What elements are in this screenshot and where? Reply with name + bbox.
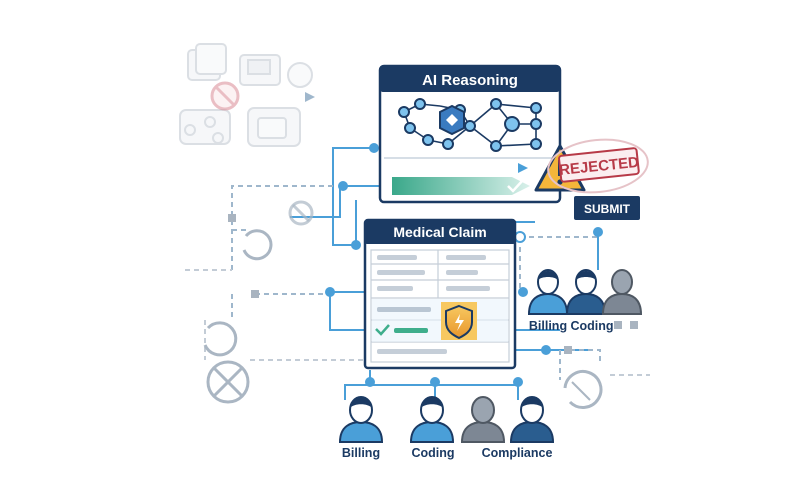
medical-claim-panel: Medical Claim (363, 218, 517, 370)
person-icon (338, 396, 384, 443)
connector-lines (185, 147, 650, 400)
team-label-compliance-bottom: Compliance (482, 446, 553, 460)
shield-icon (441, 302, 477, 340)
person-icon-muted (460, 396, 506, 443)
progress-arrow (392, 163, 530, 195)
person-icon-muted (601, 269, 643, 315)
people-group-right (527, 269, 643, 315)
neural-network-graph (398, 98, 542, 152)
submit-button-label: SUBMIT (584, 202, 631, 216)
team-label-coding-right: Coding (570, 319, 613, 333)
submit-button[interactable]: SUBMIT (574, 196, 640, 220)
person-icon (527, 269, 569, 315)
connector-dots (228, 143, 603, 387)
faded-play-arrow (305, 92, 315, 102)
faded-blocked-icon (210, 81, 240, 111)
team-label-coding-bottom: Coding (411, 446, 454, 460)
ai-reasoning-panel: AI Reasoning (378, 64, 562, 204)
ai-reasoning-title: AI Reasoning (422, 72, 518, 89)
small-grey-squares (614, 321, 638, 329)
faded-cycle-icons (203, 200, 603, 409)
person-icon (565, 269, 607, 315)
faded-document-icons (179, 43, 313, 147)
person-icon (409, 396, 455, 443)
person-icon (509, 396, 555, 443)
rejected-stamp: REJECTED (547, 138, 649, 194)
approved-check-icon (375, 324, 390, 336)
team-label-billing-bottom: Billing (342, 446, 380, 460)
people-group-bottom (338, 396, 555, 443)
medical-claim-title: Medical Claim (393, 224, 486, 240)
team-label-billing-right: Billing (529, 319, 567, 333)
